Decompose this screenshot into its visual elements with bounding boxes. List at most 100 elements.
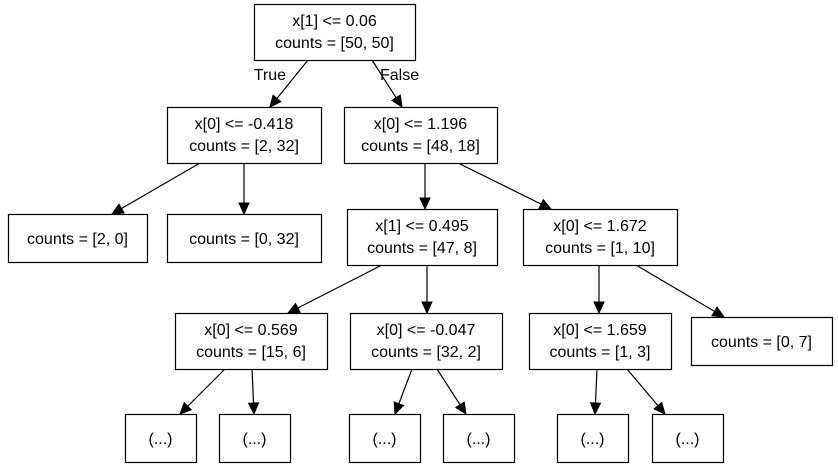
truncated-node-e5: (...) <box>556 413 630 464</box>
edge-line <box>276 59 309 99</box>
edge-n_rl-to-n_rll <box>286 264 383 314</box>
split-node-n_right: x[0] <= 1.196 counts = [48, 18] <box>343 106 499 165</box>
node-box <box>166 213 323 264</box>
node-label: (...) <box>149 431 173 448</box>
node-counts: counts = [2, 32] <box>189 138 299 155</box>
split-node-root: x[1] <= 0.06 counts = [50, 50] <box>253 3 417 62</box>
edge-n_right-to-n_rl <box>419 163 431 211</box>
split-node-n_left: x[0] <= -0.418 counts = [2, 32] <box>166 106 323 165</box>
edge-n_rlr-to-e3 <box>393 368 413 416</box>
node-box <box>442 413 516 464</box>
arrowhead <box>454 401 467 416</box>
node-counts: counts = [15, 6] <box>196 344 306 361</box>
arrowhead <box>589 402 602 416</box>
node-counts: counts = [50, 50] <box>275 35 394 52</box>
split-node-n_rll: x[0] <= 0.569 counts = [15, 6] <box>174 312 329 371</box>
edge-root-to-n_left: True <box>254 59 309 108</box>
split-condition: x[0] <= -0.418 <box>195 116 294 133</box>
node-label: (...) <box>243 431 267 448</box>
node-box <box>166 106 323 165</box>
node-box <box>349 312 504 371</box>
truncated-node-e1: (...) <box>124 413 198 464</box>
arrowhead <box>390 94 403 109</box>
split-condition: x[1] <= 0.06 <box>292 13 377 30</box>
edge-n_rr-to-leaf_0_7 <box>635 264 726 318</box>
edge-n_left-to-leaf_2_0 <box>110 162 201 215</box>
split-condition: x[0] <= 1.196 <box>374 116 468 133</box>
node-box <box>556 413 630 464</box>
leaf-node-leaf_2_0: counts = [2, 0] <box>7 213 149 264</box>
edge-line <box>371 59 397 99</box>
arrowhead <box>421 301 433 315</box>
node-counts: counts = [47, 8] <box>367 240 477 257</box>
truncated-node-e6: (...) <box>651 413 725 464</box>
arrowhead <box>247 402 260 416</box>
edge-line <box>635 264 715 312</box>
split-condition: x[0] <= -0.047 <box>377 322 476 339</box>
edge-n_rll-to-e1 <box>179 368 226 415</box>
edge-label-true: True <box>254 67 286 84</box>
node-box <box>343 106 499 165</box>
node-counts: counts = [48, 18] <box>361 138 480 155</box>
node-counts: counts = [1, 10] <box>545 240 655 257</box>
split-condition: x[0] <= 0.569 <box>204 322 298 339</box>
node-label: counts = [0, 7] <box>711 334 812 351</box>
split-node-n_rl: x[1] <= 0.495 counts = [47, 8] <box>346 208 499 267</box>
arrowhead <box>179 401 193 415</box>
node-box <box>346 208 499 267</box>
edge-line <box>457 162 542 205</box>
edge-line <box>626 368 659 406</box>
arrowhead <box>269 94 282 108</box>
arrowhead <box>110 203 125 215</box>
node-box <box>651 413 725 464</box>
truncated-node-e2: (...) <box>218 413 292 464</box>
arrowhead <box>393 401 405 416</box>
node-label: counts = [0, 32] <box>189 231 299 248</box>
node-box <box>7 213 149 264</box>
edge-n_left-to-leaf_0_32 <box>238 163 250 216</box>
edge-line <box>187 368 226 407</box>
edge-label-false: False <box>380 67 419 84</box>
truncated-node-e4: (...) <box>442 413 516 464</box>
node-counts: counts = [32, 2] <box>371 344 481 361</box>
node-box <box>522 208 679 267</box>
edge-line <box>594 368 598 404</box>
node-box <box>348 413 422 464</box>
node-box <box>124 413 198 464</box>
edge-line <box>398 368 413 404</box>
split-condition: x[0] <= 1.672 <box>553 218 647 235</box>
arrowhead <box>653 401 666 415</box>
edge-n_right-to-n_rr <box>457 162 553 210</box>
edge-n_rll-to-e2 <box>247 368 260 416</box>
truncated-node-e3: (...) <box>348 413 422 464</box>
node-label: (...) <box>676 431 700 448</box>
edge-line <box>436 368 461 406</box>
node-label: (...) <box>373 431 397 448</box>
edge-n_rl-to-n_rlr <box>421 265 433 315</box>
arrowhead <box>286 302 301 314</box>
arrowhead <box>593 301 605 315</box>
arrowhead <box>538 198 553 210</box>
edge-root-to-n_right: False <box>371 59 419 109</box>
edge-n_rlr-to-e4 <box>436 368 467 416</box>
split-node-n_rlr: x[0] <= -0.047 counts = [32, 2] <box>349 312 504 371</box>
edge-n_rrl-to-e5 <box>589 368 602 416</box>
node-box <box>528 312 673 371</box>
node-label: (...) <box>467 431 491 448</box>
edge-n_rrl-to-e6 <box>626 368 666 415</box>
split-node-n_rr: x[0] <= 1.672 counts = [1, 10] <box>522 208 679 267</box>
edge-n_rr-to-n_rrl <box>593 265 605 315</box>
node-label: counts = [2, 0] <box>27 231 128 248</box>
split-condition: x[0] <= 1.659 <box>553 322 647 339</box>
split-condition: x[1] <= 0.495 <box>375 218 469 235</box>
node-label: (...) <box>581 431 605 448</box>
node-box <box>174 312 329 371</box>
node-box <box>253 3 417 62</box>
edge-line <box>297 264 383 309</box>
node-box <box>690 316 834 367</box>
leaf-node-leaf_0_7: counts = [0, 7] <box>690 316 834 367</box>
edge-line <box>121 162 201 210</box>
node-box <box>218 413 292 464</box>
